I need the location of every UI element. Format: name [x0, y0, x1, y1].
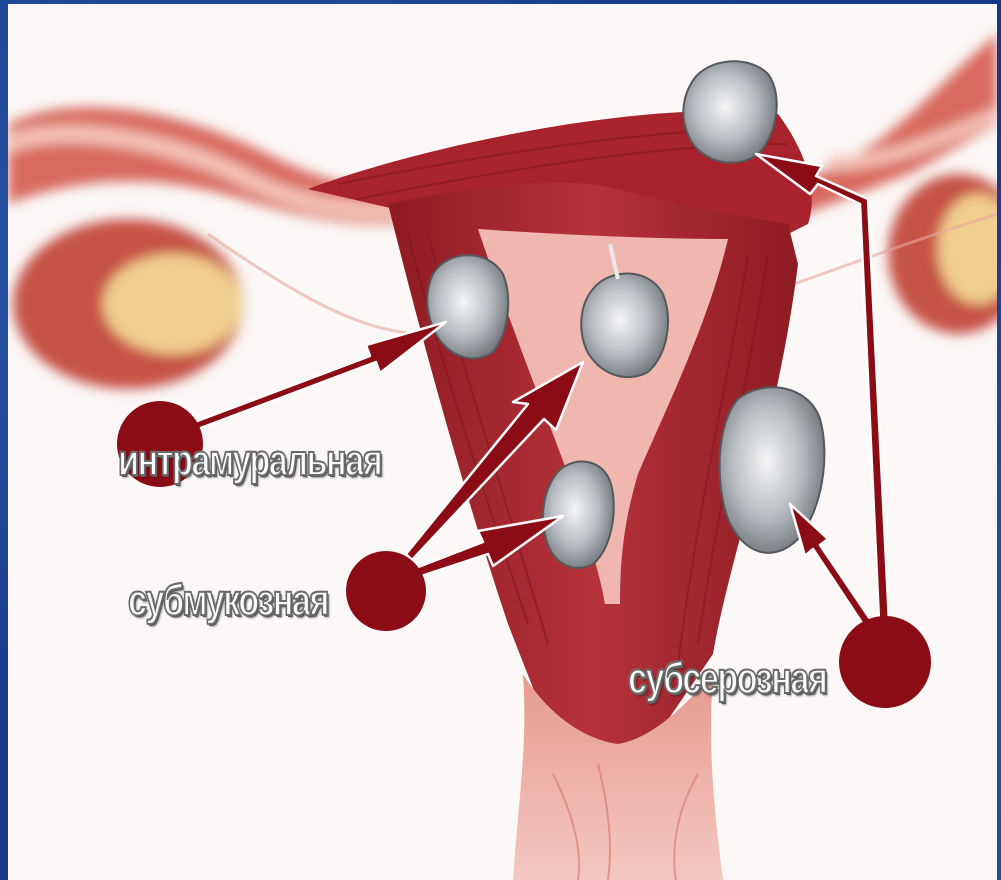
- marker-subserous: [839, 616, 931, 708]
- marker-submucous: [346, 551, 426, 631]
- label-subserous: субсерозная: [628, 654, 826, 704]
- label-submucous: субмукозная: [128, 576, 328, 626]
- label-intramural: интрамуральная: [118, 436, 381, 486]
- illustration-panel: интрамуральная субмукозная субсерозная: [8, 4, 997, 880]
